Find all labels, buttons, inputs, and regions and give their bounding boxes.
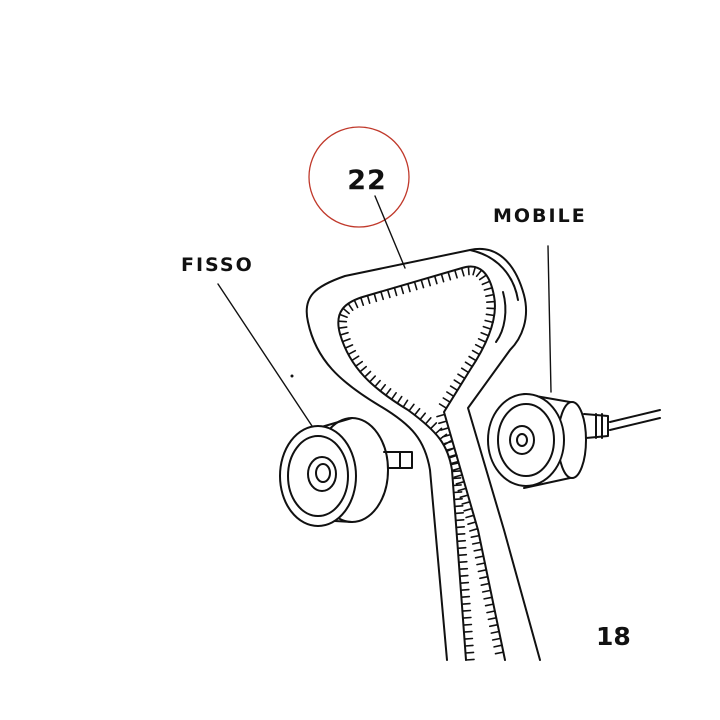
mobile-pulley <box>487 393 661 489</box>
belt-tooth-marks <box>337 265 505 661</box>
page-number: 18 <box>596 622 631 651</box>
fixed-pulley <box>279 417 413 527</box>
mobile-label: MOBILE <box>493 205 587 227</box>
belt-teeth <box>337 265 505 661</box>
leader-lines <box>217 195 552 433</box>
callout-number: 22 <box>347 165 387 196</box>
fisso-label: FISSO <box>181 254 254 276</box>
timing-belt <box>305 247 541 661</box>
dot-mark <box>290 374 294 378</box>
callout-circle <box>308 126 410 228</box>
